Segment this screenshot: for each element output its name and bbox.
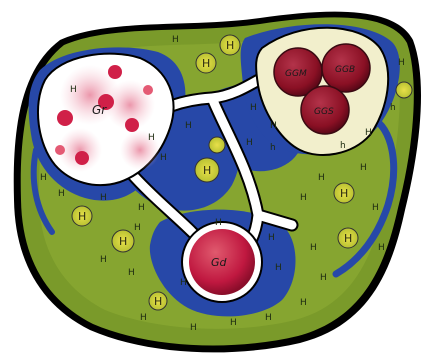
h-mark: H (185, 121, 192, 131)
label-gr: Gr (92, 103, 107, 117)
h-mark: h (390, 103, 396, 113)
h-mark: H (138, 203, 145, 213)
gr-granule (57, 110, 73, 126)
label-ggb: GGB (335, 65, 355, 75)
h-label: H (203, 164, 211, 177)
h-mark: H (160, 153, 167, 163)
h-mark: H (310, 243, 317, 253)
h-mark: H (148, 133, 155, 143)
h-mark: H (40, 173, 47, 183)
h-label: H (78, 210, 86, 223)
h-mark: H (172, 35, 179, 45)
h-mark: H (230, 318, 237, 328)
h-mark: H (300, 193, 307, 203)
h-mark: H (398, 58, 405, 68)
h-label: H (119, 235, 127, 248)
h-mark: H (140, 313, 147, 323)
h-mark: H (246, 138, 253, 148)
h-mark: H (250, 103, 257, 113)
h-mark: H (300, 298, 307, 308)
gr-granule (75, 151, 89, 165)
h-label: H (340, 187, 348, 200)
gr-granule (55, 145, 65, 155)
h-mark: H (190, 323, 197, 333)
h-mark: H (70, 85, 77, 95)
h-mark: H (275, 263, 282, 273)
h-mark: H (100, 255, 107, 265)
h-mark: H (360, 163, 367, 173)
h-mark: h (340, 141, 346, 151)
h-mark: H (365, 128, 372, 138)
h-mark: H (320, 273, 327, 283)
h-label: H (202, 57, 210, 70)
h-mark: H (268, 233, 275, 243)
h-mark: H (180, 278, 187, 288)
h-mark: H (134, 223, 141, 233)
label-gd: Gd (211, 256, 228, 269)
h-mark: H (128, 268, 135, 278)
h-mark: H (378, 243, 385, 253)
h-mark: H (215, 218, 222, 228)
h-label: H (154, 295, 162, 308)
h-mark: h (270, 143, 276, 153)
gr-granule (108, 65, 122, 79)
h-mark: H (100, 193, 107, 203)
h-mark: H (270, 121, 277, 131)
label-ggm: GGM (285, 69, 307, 79)
h-mark: H (58, 189, 65, 199)
h-mark: H (318, 173, 325, 183)
h-label: H (344, 232, 352, 245)
gr-granule (143, 85, 153, 95)
gr-granule (125, 118, 139, 132)
h-label: H (226, 39, 234, 52)
h-mark: H (372, 203, 379, 213)
h-mark: H (265, 313, 272, 323)
label-ggs: GGS (314, 107, 334, 117)
